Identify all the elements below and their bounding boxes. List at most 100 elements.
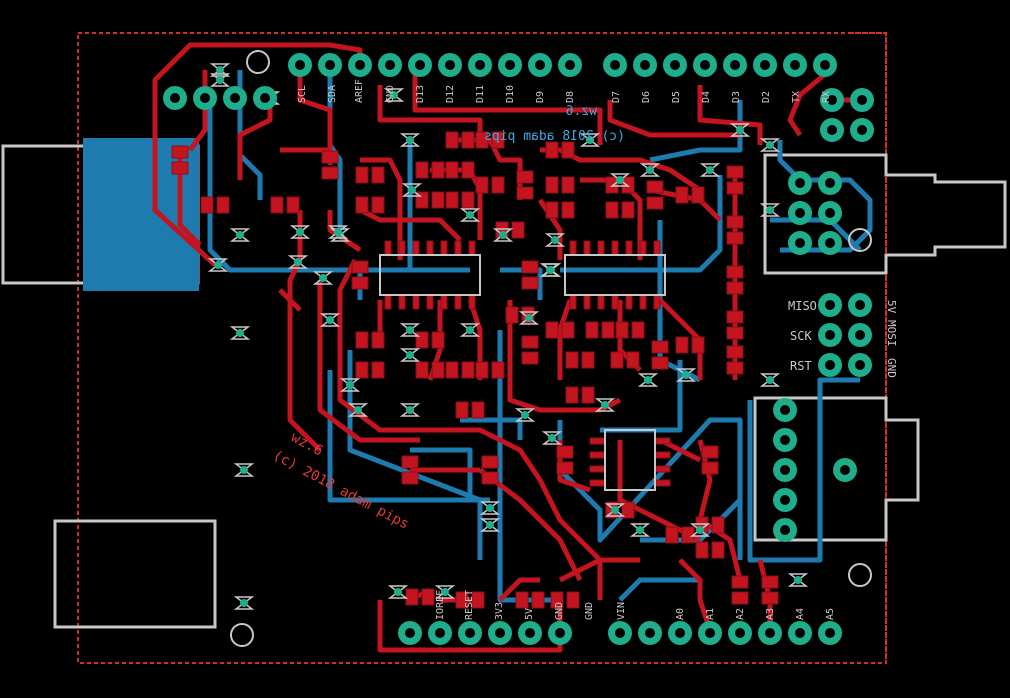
smd-part — [405, 588, 435, 606]
smd-part — [355, 361, 385, 379]
ic-pin — [655, 465, 671, 473]
smd-part — [761, 575, 779, 605]
via — [639, 163, 661, 177]
via — [434, 585, 456, 599]
left-header-pad — [193, 86, 217, 110]
mirror-version-text: wz.6 — [566, 104, 597, 119]
bottom-header-pad — [608, 621, 632, 645]
smd-part — [351, 260, 369, 290]
via — [209, 73, 231, 87]
via — [629, 523, 651, 537]
ic-pin — [440, 240, 448, 256]
via — [401, 183, 423, 197]
ic-pin — [569, 240, 577, 256]
via — [399, 403, 421, 417]
via — [209, 63, 231, 77]
via — [287, 255, 309, 269]
left-header-pad — [253, 86, 277, 110]
jack2-pad — [773, 458, 797, 482]
icsp-pad — [848, 323, 872, 347]
smd-part — [415, 331, 445, 349]
ic-pin — [583, 294, 591, 310]
bottom-header-label: A5 — [825, 608, 836, 620]
top-header-pad — [603, 53, 627, 77]
smd-part — [200, 196, 230, 214]
via — [604, 503, 626, 517]
bottom-header-label: A3 — [765, 608, 776, 620]
aux-pad — [820, 88, 844, 112]
ic-pin — [589, 437, 605, 445]
top-header-label: D13 — [415, 85, 426, 103]
ic-pin — [412, 294, 420, 310]
smd-part — [726, 310, 744, 340]
top-header-pad — [438, 53, 462, 77]
ic-pin — [639, 294, 647, 310]
bottom-header-pad — [698, 621, 722, 645]
bottom-header-pad — [548, 621, 572, 645]
ic-pin — [611, 294, 619, 310]
via — [399, 133, 421, 147]
bottom-header-label: A4 — [795, 608, 806, 620]
via — [609, 173, 631, 187]
icsp-pad — [818, 293, 842, 317]
top-header-pad — [468, 53, 492, 77]
via — [759, 373, 781, 387]
smd-part — [445, 131, 475, 149]
icsp-label-sck: SCK — [790, 329, 812, 343]
smd-part — [550, 591, 580, 609]
bottom-header-pad — [488, 621, 512, 645]
smd-part — [445, 361, 475, 379]
smd-part — [171, 145, 189, 175]
ic-pin — [653, 240, 661, 256]
jack-pad — [788, 171, 812, 195]
ic-pin — [589, 479, 605, 487]
smd-part — [545, 321, 575, 339]
smd-part — [445, 161, 475, 179]
via — [233, 463, 255, 477]
smd-part — [610, 351, 640, 369]
icsp-label-rst: RST — [790, 359, 812, 373]
via — [544, 233, 566, 247]
smd-part — [415, 161, 445, 179]
ic-pin — [384, 294, 392, 310]
bottom-header-pad — [428, 621, 452, 645]
top-header-pad — [498, 53, 522, 77]
icsp-pad — [818, 323, 842, 347]
bottom-header-pad — [458, 621, 482, 645]
via — [579, 133, 601, 147]
top-header-label: D3 — [731, 91, 742, 103]
icsp-label-gnd: GND — [885, 358, 898, 378]
via — [514, 408, 536, 422]
bottom-header-label: 3V3 — [494, 602, 505, 620]
via — [541, 431, 563, 445]
top-header-label: D7 — [611, 91, 622, 103]
top-header-label: D9 — [535, 91, 546, 103]
icsp-pad — [848, 293, 872, 317]
via — [594, 398, 616, 412]
via — [319, 313, 341, 327]
smd-part — [726, 215, 744, 245]
smd-part — [321, 150, 339, 180]
via — [479, 501, 501, 515]
via — [675, 368, 697, 382]
via — [518, 311, 540, 325]
smd-part — [401, 455, 419, 485]
ic-pin — [589, 465, 605, 473]
bottom-header-pad — [398, 621, 422, 645]
ic-pin — [597, 294, 605, 310]
top-header-pad — [318, 53, 342, 77]
top-header-pad — [753, 53, 777, 77]
smd-part — [731, 575, 749, 605]
via — [689, 523, 711, 537]
top-header-label: SDA — [327, 85, 338, 103]
ic-pin — [454, 240, 462, 256]
ic-pin — [440, 294, 448, 310]
mirror-credit-text: (c) 2018 adam pips — [484, 129, 625, 144]
top-header-pad — [288, 53, 312, 77]
via — [759, 138, 781, 152]
aux-pad — [850, 118, 874, 142]
board-outline-right — [850, 32, 887, 663]
bottom-header-pad — [788, 621, 812, 645]
through-hole-pads — [163, 53, 874, 645]
via — [729, 123, 751, 137]
